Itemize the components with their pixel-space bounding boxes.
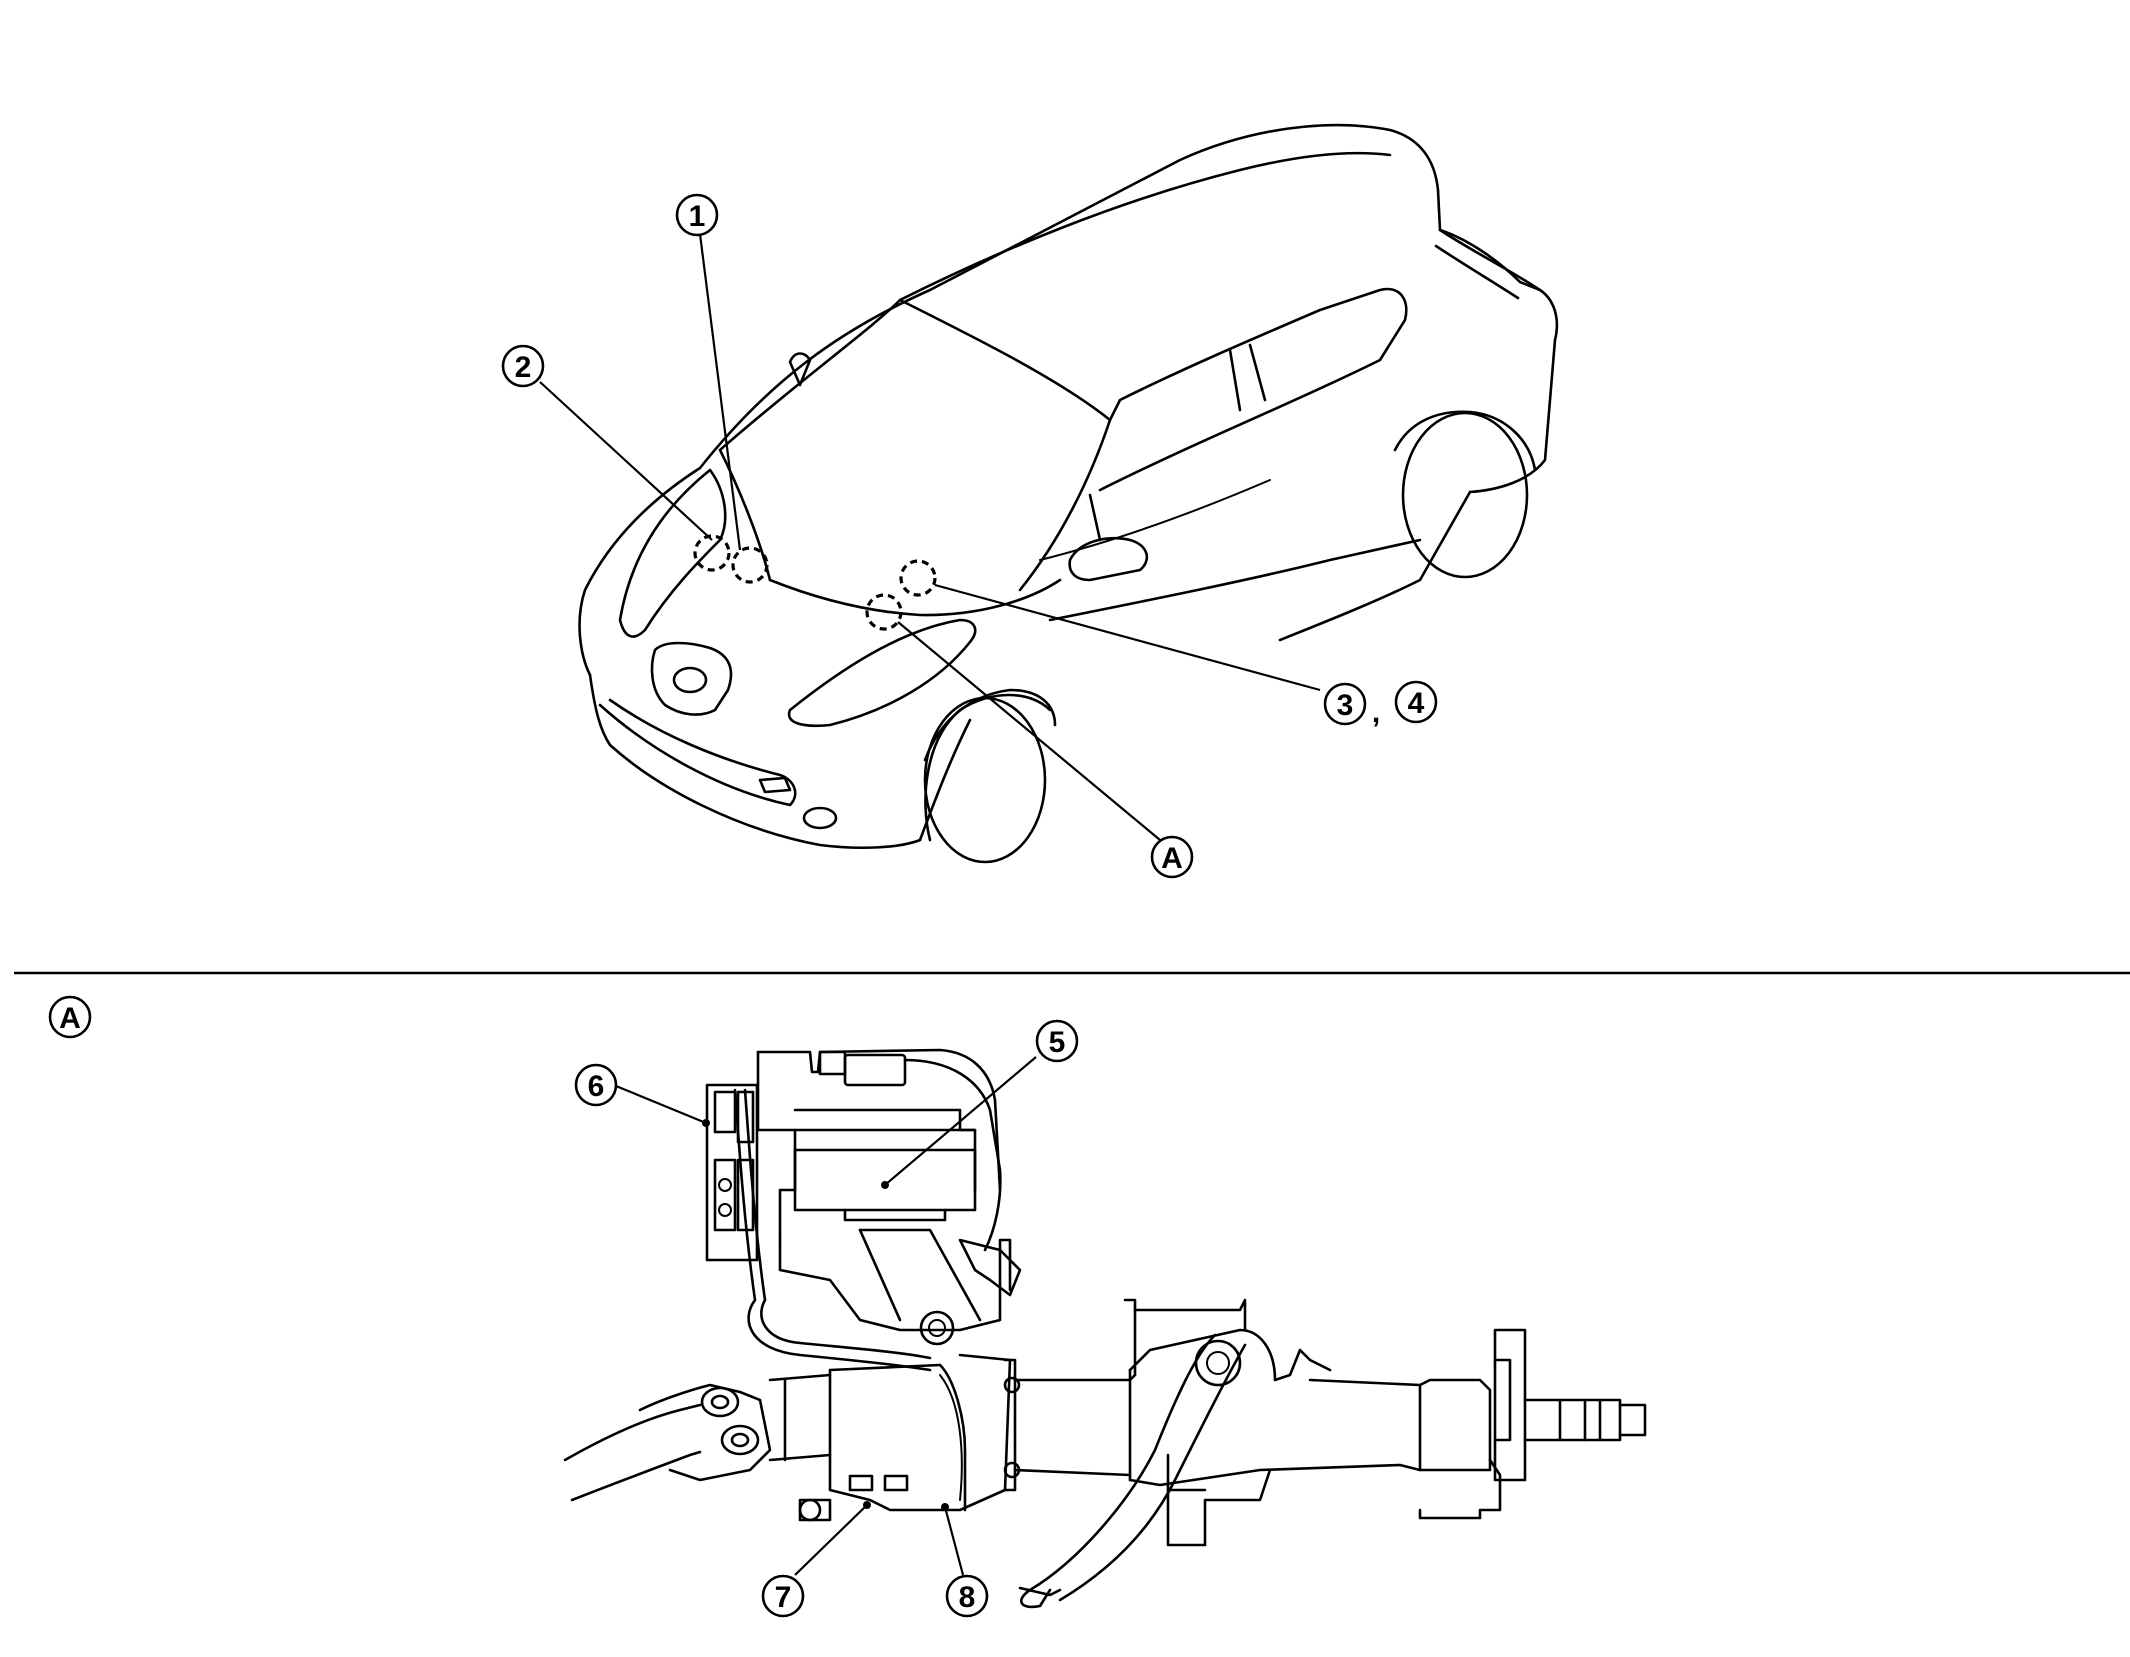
marker-1 <box>693 534 731 572</box>
callout-2-label: 2 <box>515 351 532 384</box>
callout-A-top-label: A <box>1161 842 1183 875</box>
callout-7-label: 7 <box>775 1581 792 1614</box>
marker-A <box>865 593 903 631</box>
callout-2: 2 <box>501 344 545 388</box>
callout-separator: , <box>1372 696 1380 729</box>
callout-3: 3 <box>1323 682 1367 726</box>
callout-6-label: 6 <box>588 1070 605 1103</box>
vehicle-illustration <box>578 123 1559 864</box>
callout-A-section-label: A <box>59 1002 81 1035</box>
callout-4: 4 <box>1394 680 1438 724</box>
callout-7: 7 <box>761 1574 805 1618</box>
leader-dot-7 <box>863 1501 871 1509</box>
callout-5-label: 5 <box>1049 1026 1066 1059</box>
callout-1: 1 <box>675 193 719 237</box>
callout-8: 8 <box>945 1574 989 1618</box>
leader-dot-6 <box>702 1119 710 1127</box>
callout-A-top: A <box>1150 835 1194 879</box>
callout-A-section: A <box>48 995 92 1039</box>
callout-5: 5 <box>1035 1019 1079 1063</box>
callout-1-label: 1 <box>689 200 706 233</box>
location-markers <box>693 534 937 631</box>
callout-3-label: 3 <box>1337 689 1354 722</box>
callout-6: 6 <box>574 1063 618 1107</box>
marker-2 <box>731 546 769 584</box>
leader-dot-8 <box>941 1503 949 1511</box>
callout-4-label: 4 <box>1408 687 1425 720</box>
marker-3-4 <box>899 559 937 597</box>
callout-8-label: 8 <box>959 1581 976 1614</box>
steering-column-illustration <box>563 1048 1647 1609</box>
leader-dot-5 <box>881 1181 889 1189</box>
leader-lines-top <box>539 233 1321 841</box>
leader-lines-bottom <box>615 1056 1037 1576</box>
